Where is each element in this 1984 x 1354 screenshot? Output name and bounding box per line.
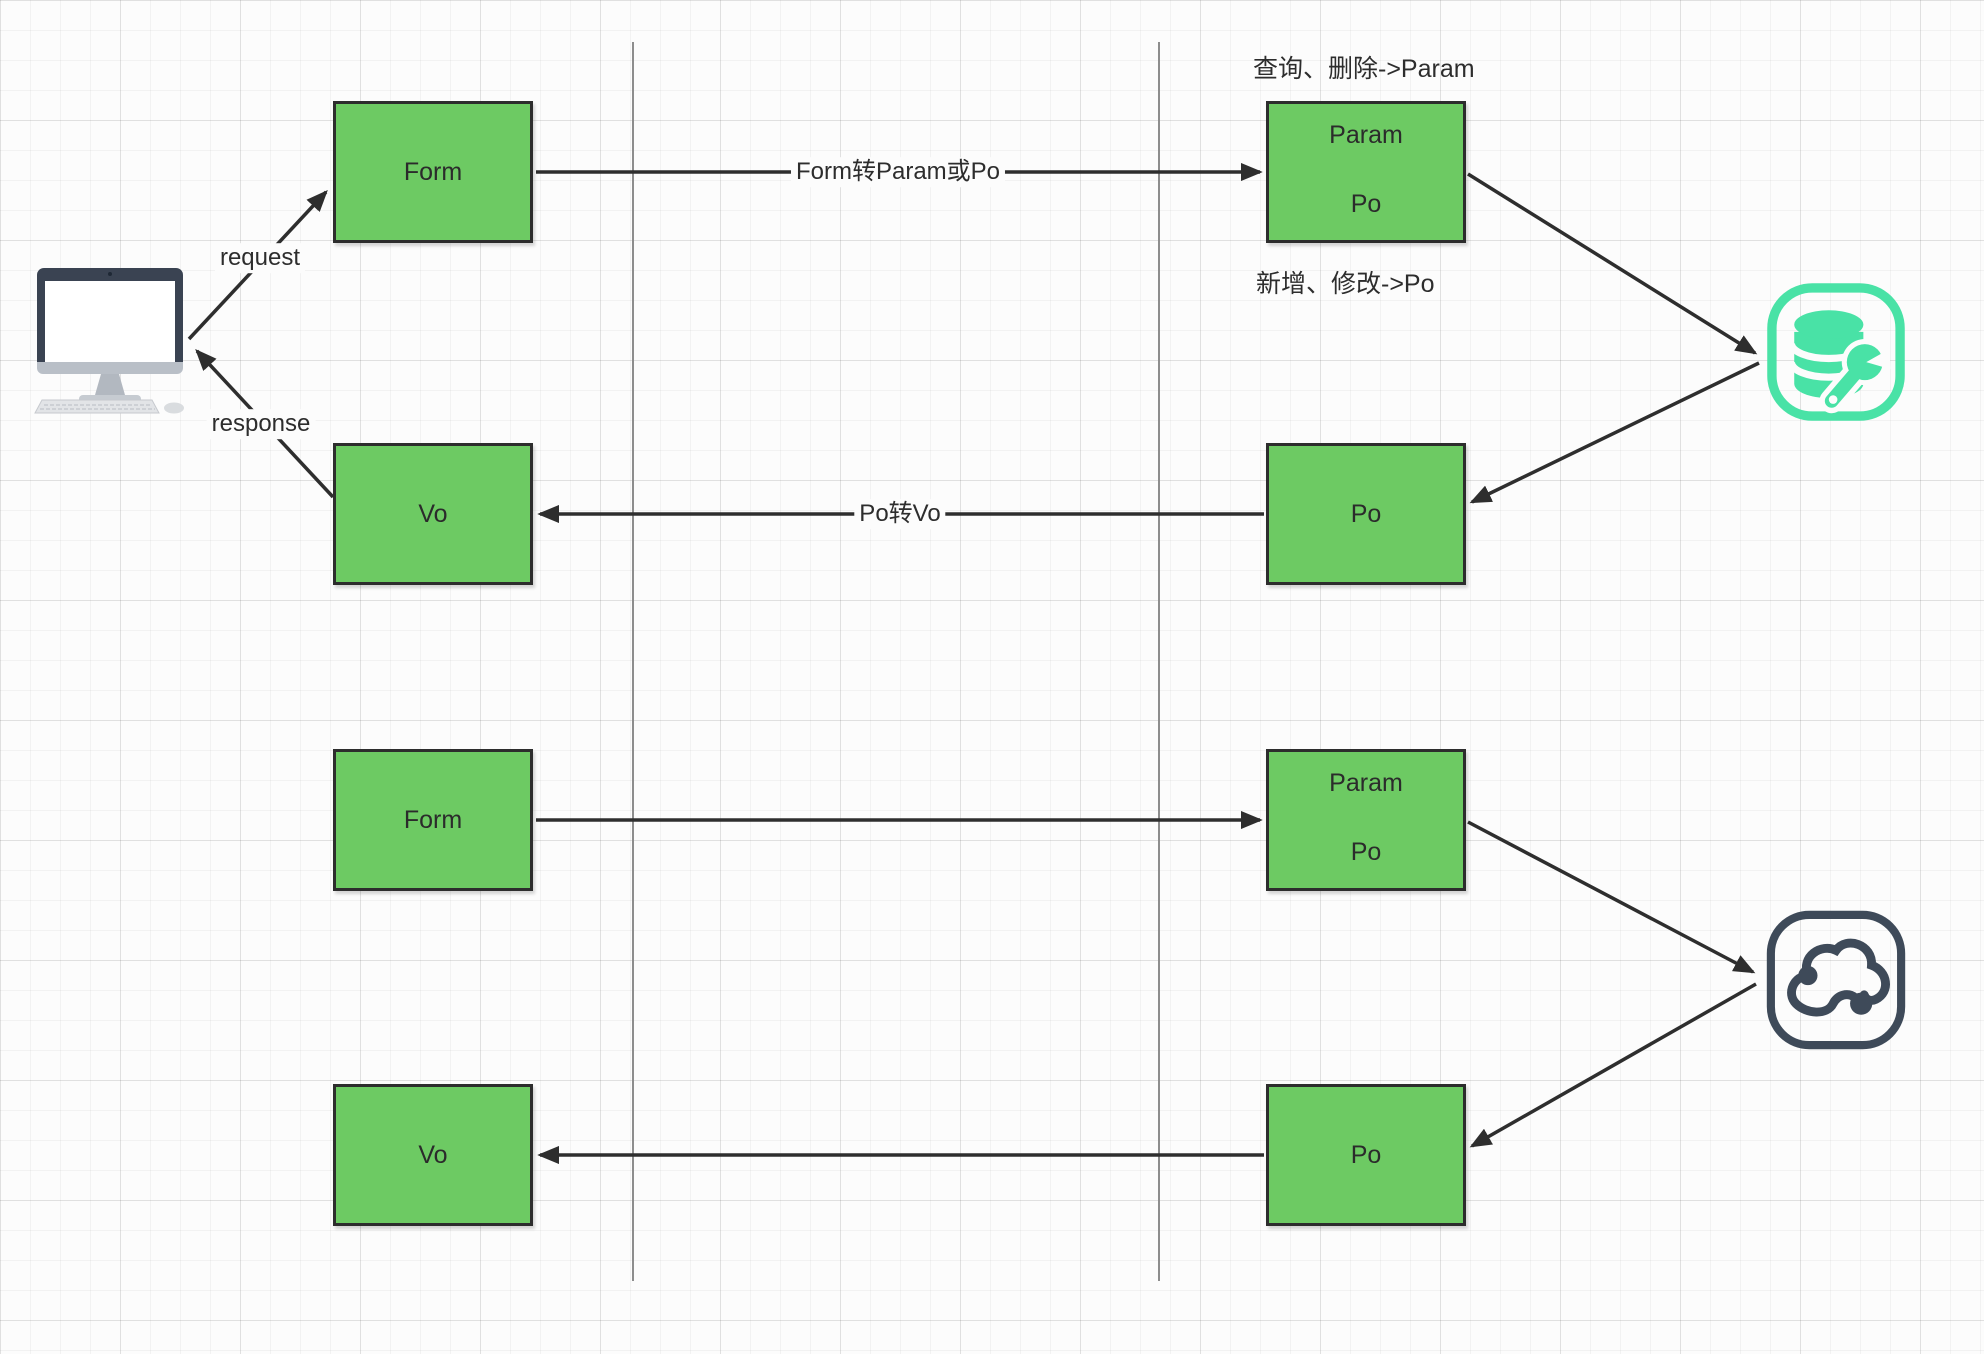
node-param-po-bottom: Param Po [1266,749,1466,891]
node-label: Po [1350,499,1382,528]
annotation-query-delete: 查询、删除->Param [1253,55,1475,83]
edge-cloud-to-po2 [1469,982,1757,1148]
edge-label-form-to-param: Form转Param或Po [790,157,1006,187]
lane-divider-right [1158,42,1160,1281]
node-label: Po [1350,838,1382,866]
node-form-bottom: Form [333,749,533,891]
node-label: Po [1350,1140,1382,1169]
node-form-top: Form [333,101,533,243]
lane-divider-left [632,42,634,1281]
node-label: Po [1350,190,1382,218]
edge-parampo-to-database [1467,172,1758,355]
desktop-computer-icon [28,262,192,414]
edge-label-request: request [214,243,306,273]
node-param-po-top: Param Po [1266,101,1466,243]
node-label: Param [1329,121,1403,149]
cloud-service-icon [1762,906,1910,1054]
node-label: Vo [418,499,448,528]
node-po-bottom: Po [1266,1084,1466,1226]
edge-database-to-po [1469,361,1760,504]
database-maintenance-icon [1764,280,1908,424]
node-vo-top: Vo [333,443,533,585]
node-label: Vo [418,1140,448,1169]
node-label: Param [1329,769,1403,797]
node-vo-bottom: Vo [333,1084,533,1226]
node-label: Form [403,157,463,186]
edge-label-response: response [206,409,316,439]
edge-label-po-to-vo: Po转Vo [854,499,946,529]
edge-parampo2-to-cloud [1467,820,1756,974]
annotation-add-modify: 新增、修改->Po [1256,270,1435,298]
node-po-top: Po [1266,443,1466,585]
node-label: Form [403,805,463,834]
